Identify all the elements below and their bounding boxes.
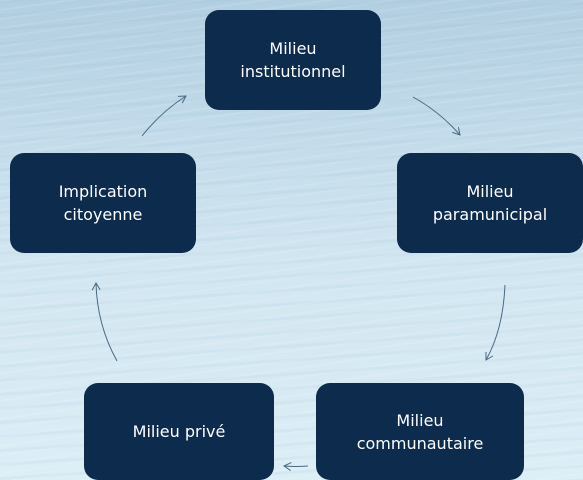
node-label: Milieu institutionnel (240, 39, 346, 81)
node-label: Milieu privé (132, 422, 226, 441)
node-label: Milieu paramunicipal (432, 182, 548, 224)
node-milieu-institutionnel: Milieu institutionnel (205, 10, 381, 110)
node-milieu-paramunicipal: Milieu paramunicipal (397, 153, 583, 253)
arrow-prive-to-citoyenne (91, 281, 118, 362)
node-implication-citoyenne: Implication citoyenne (10, 153, 196, 253)
node-milieu-communautaire: Milieu communautaire (316, 383, 524, 480)
arrow-institutionnel-to-paramunicipal (412, 96, 461, 136)
node-label: Milieu communautaire (356, 410, 484, 453)
arrow-paramunicipal-to-communautaire (485, 284, 506, 361)
arrow-citoyenne-to-institutionnel (141, 95, 187, 137)
node-label: Implication citoyenne (58, 182, 148, 224)
node-milieu-prive: Milieu privé (84, 383, 274, 480)
arrow-communautaire-to-prive (282, 462, 309, 471)
